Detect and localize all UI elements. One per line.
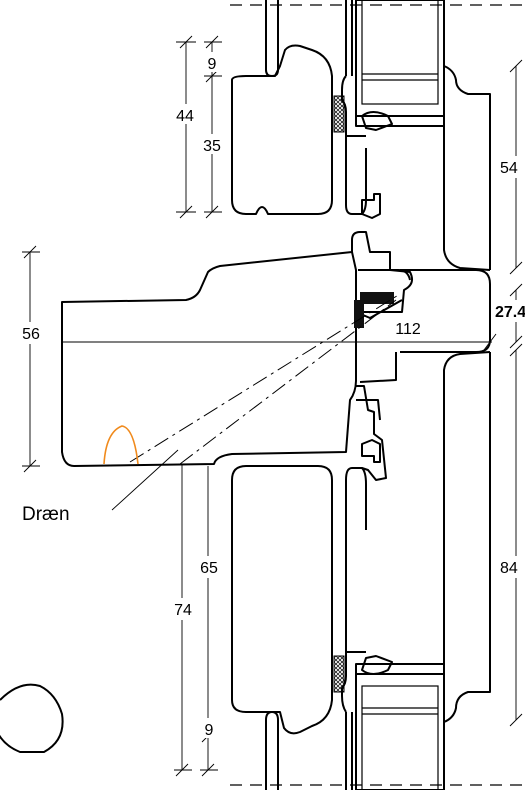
dim-sill-height [22, 245, 40, 473]
dim-lower-outer-label: 74 [174, 602, 192, 619]
drain-icon [103, 425, 139, 465]
dim-top-outer-label: 44 [176, 108, 194, 125]
upper-frame-member [231, 0, 333, 215]
dim-bottom-gap-label: 9 [205, 722, 214, 739]
dim-lower-inner-label: 65 [200, 560, 218, 577]
dim-sill-depth [62, 333, 497, 351]
lower-sash-profile [341, 351, 491, 790]
sill-gasket [360, 292, 394, 304]
dim-sill-height-label: 56 [22, 326, 40, 343]
dim-right-lower-label: 84 [500, 560, 518, 577]
drain-label: Dræn [22, 504, 70, 525]
middle-sash-profile [351, 111, 491, 675]
sill-gasket-vertical [354, 300, 364, 328]
lower-frame-member [231, 465, 333, 790]
upper-sash-profile [341, 0, 491, 271]
lower-seal [333, 655, 345, 693]
drain-leader-line [111, 449, 179, 511]
dim-right-upper-label: 54 [500, 160, 518, 177]
dim-top-inner-label: 35 [203, 138, 221, 155]
dim-right-middle-label: 27.4 [495, 304, 525, 321]
sill-member [61, 251, 357, 467]
drain-path-lines [129, 293, 401, 465]
handle-outline [0, 683, 64, 753]
dim-sill-depth-label: 112 [395, 321, 421, 338]
dim-top-gap-label: 9 [208, 56, 217, 73]
upper-seal [333, 95, 345, 133]
